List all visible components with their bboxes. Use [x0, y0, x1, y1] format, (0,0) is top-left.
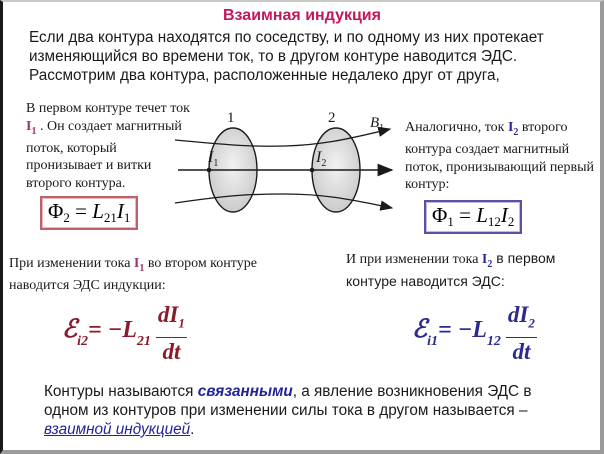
caption-left: При изменении тока I1 во втором контуре … — [9, 256, 257, 294]
caption-current-i1: I1 — [133, 256, 145, 274]
left-text-part2: . Он создает магнитный поток, который пр… — [26, 118, 182, 191]
loop-1-label: 1 — [227, 110, 235, 126]
loop-2-label: 2 — [328, 110, 336, 126]
conclusion-paragraph: Контуры называются связанными, а явление… — [44, 383, 532, 438]
i2-label: I2 — [315, 149, 326, 169]
right-description: Аналогично, ток I2 второго контура созда… — [405, 119, 595, 194]
formula-flux2: Φ2 = L21I1 — [40, 196, 139, 230]
field-b1-label: B1 — [370, 115, 384, 134]
field-line-bottom — [174, 193, 394, 211]
slide-title: Взаимная индукция — [223, 7, 381, 24]
left-text-part1: В первом контуре течет ток — [26, 101, 190, 116]
current-point-2 — [309, 167, 315, 173]
formula-flux1: Φ1 = L12I2 — [424, 200, 523, 234]
term-mutual-induction: взаимной индукцией — [44, 421, 191, 438]
i1-label: I1 — [207, 149, 218, 169]
field-line-top — [174, 126, 392, 147]
current-i2: I2 — [507, 120, 519, 138]
right-text-part1: Аналогично, ток — [405, 120, 508, 135]
right-text-part2: второго контура создает магнитный поток,… — [405, 120, 595, 193]
intro-paragraph: Если два контура находятся по соседству,… — [29, 29, 544, 84]
caption-current-i2: I2 — [481, 252, 493, 270]
left-description: В первом контуре течет ток I1 . Он созда… — [26, 100, 196, 192]
current-point-1 — [206, 167, 212, 173]
mutual-induction-diagram: 1 2 B1 I1 I2 — [174, 110, 394, 213]
current-i1: I1 — [26, 118, 37, 137]
term-coupled: связанными — [197, 383, 293, 400]
